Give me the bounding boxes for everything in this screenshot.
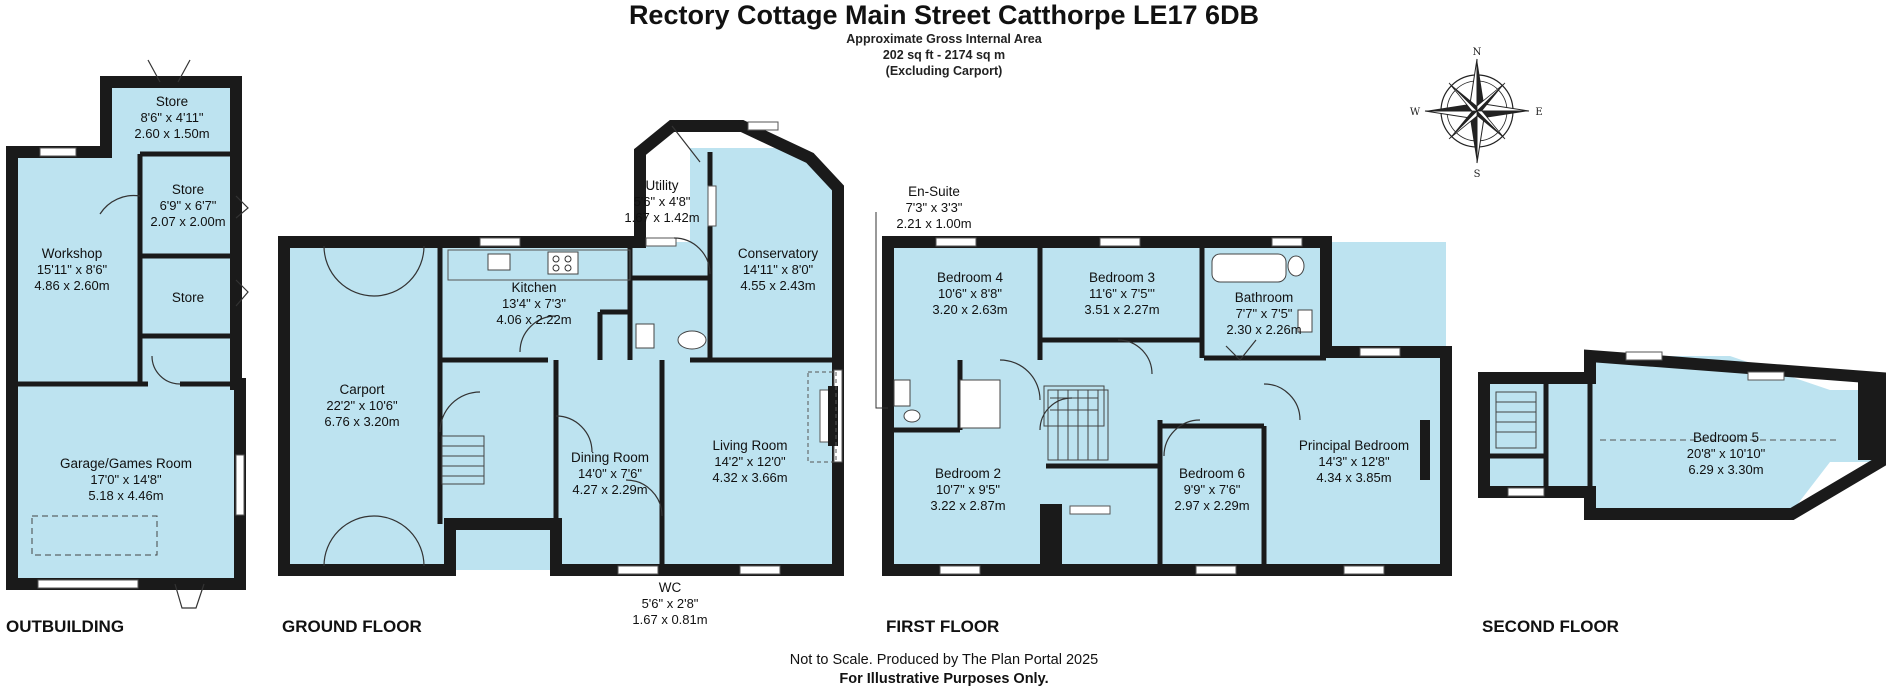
utility-name: Utility bbox=[646, 178, 679, 193]
bathroom-imperial: 7'7" x 7'5" bbox=[1236, 306, 1293, 321]
bedroom4-metric: 3.20 x 2.63m bbox=[932, 302, 1007, 317]
plan-title: Rectory Cottage Main Street Catthorpe LE… bbox=[629, 0, 1259, 30]
bathroom-name: Bathroom bbox=[1235, 290, 1294, 305]
bedroom3-name: Bedroom 3 bbox=[1089, 270, 1155, 285]
workshop-imperial: 15'11" x 8'6" bbox=[37, 262, 108, 277]
bedroom5-metric: 6.29 x 3.30m bbox=[1688, 462, 1763, 477]
bedroom5-imperial: 20'8" x 10'10" bbox=[1687, 446, 1766, 461]
bedroom2-name: Bedroom 2 bbox=[935, 466, 1001, 481]
garage-metric: 5.18 x 4.46m bbox=[88, 488, 163, 503]
wc-metric: 1.67 x 0.81m bbox=[632, 612, 707, 627]
kitchen-imperial: 13'4" x 7'3" bbox=[502, 296, 566, 311]
carport-imperial: 22'2" x 10'6" bbox=[326, 398, 398, 413]
store-top-imperial: 8'6" x 4'11" bbox=[140, 110, 203, 125]
workshop-metric: 4.86 x 2.60m bbox=[34, 278, 109, 293]
store-top-metric: 2.60 x 1.50m bbox=[134, 126, 209, 141]
garage-name: Garage/Games Room bbox=[60, 456, 192, 471]
living-name: Living Room bbox=[712, 438, 787, 453]
principal-metric: 4.34 x 3.85m bbox=[1316, 470, 1391, 485]
bedroom4-imperial: 10'6" x 8'8" bbox=[938, 286, 1002, 301]
area-caption: Approximate Gross Internal Area bbox=[846, 32, 1042, 46]
bedroom6-metric: 2.97 x 2.29m bbox=[1174, 498, 1249, 513]
principal-name: Principal Bedroom bbox=[1299, 438, 1409, 453]
ensuite-imperial: 7'3" x 3'3" bbox=[906, 200, 963, 215]
bedroom5-name: Bedroom 5 bbox=[1693, 430, 1759, 445]
footer-disclaimer: For Illustrative Purposes Only. bbox=[839, 671, 1048, 687]
living-metric: 4.32 x 3.66m bbox=[712, 470, 787, 485]
garage-imperial: 17'0" x 14'8" bbox=[90, 472, 162, 487]
principal-imperial: 14'3" x 12'8" bbox=[1318, 454, 1390, 469]
wc-imperial: 5'6" x 2'8" bbox=[642, 596, 699, 611]
wc-name: WC bbox=[659, 580, 682, 595]
utility-imperial: 5'6" x 4'8" bbox=[634, 194, 691, 209]
ground-floor-label: GROUND FLOOR bbox=[282, 617, 422, 636]
outbuilding-label: OUTBUILDING bbox=[6, 617, 124, 636]
first-floor-plan: En-Suite 7'3" x 3'3" 2.21 x 1.00m Bedroo… bbox=[875, 184, 1452, 576]
bedroom3-imperial: 11'6" x 7'5''' bbox=[1089, 286, 1155, 301]
bedroom4-name: Bedroom 4 bbox=[937, 270, 1004, 285]
bedroom2-imperial: 10'7" x 9'5" bbox=[936, 482, 1000, 497]
store-mid-name: Store bbox=[172, 182, 204, 197]
conservatory-name: Conservatory bbox=[738, 246, 819, 261]
dining-imperial: 14'0" x 7'6" bbox=[578, 466, 642, 481]
store-mid-imperial: 6'9" x 6'7" bbox=[160, 198, 217, 213]
bedroom6-name: Bedroom 6 bbox=[1179, 466, 1245, 481]
second-floor-plan: Bedroom 5 20'8" x 10'10" 6.29 x 3.30m bbox=[1478, 349, 1886, 520]
footer-note: Not to Scale. Produced by The Plan Porta… bbox=[790, 652, 1098, 668]
conservatory-metric: 4.55 x 2.43m bbox=[740, 278, 815, 293]
second-floor-label: SECOND FLOOR bbox=[1482, 617, 1619, 636]
area-note: (Excluding Carport) bbox=[886, 64, 1003, 78]
carport-name: Carport bbox=[339, 382, 384, 397]
first-floor-label: FIRST FLOOR bbox=[886, 617, 999, 636]
compass-w: W bbox=[1410, 107, 1421, 118]
area-value: 202 sq ft - 2174 sq m bbox=[883, 48, 1005, 62]
utility-metric: 1.67 x 1.42m bbox=[624, 210, 699, 225]
compass-rose-icon: N S E W bbox=[1410, 47, 1543, 180]
kitchen-metric: 4.06 x 2.22m bbox=[496, 312, 571, 327]
conservatory-imperial: 14'11" x 8'0" bbox=[743, 262, 814, 277]
dining-metric: 4.27 x 2.29m bbox=[572, 482, 647, 497]
store-small-name: Store bbox=[172, 290, 204, 305]
compass-s: S bbox=[1474, 169, 1481, 180]
bathroom-metric: 2.30 x 2.26m bbox=[1226, 322, 1301, 337]
ensuite-metric: 2.21 x 1.00m bbox=[896, 216, 971, 231]
dining-name: Dining Room bbox=[571, 450, 649, 465]
bedroom6-imperial: 9'9" x 7'6" bbox=[1184, 482, 1241, 497]
ground-floor-plan: Carport 22'2" x 10'6" 6.76 x 3.20m Utili… bbox=[278, 120, 844, 627]
workshop-name: Workshop bbox=[42, 246, 103, 261]
carport-metric: 6.76 x 3.20m bbox=[324, 414, 399, 429]
compass-e: E bbox=[1535, 107, 1542, 118]
store-top-name: Store bbox=[156, 94, 188, 109]
store-mid-metric: 2.07 x 2.00m bbox=[150, 214, 225, 229]
living-imperial: 14'2" x 12'0" bbox=[714, 454, 786, 469]
bedroom3-metric: 3.51 x 2.27m bbox=[1084, 302, 1159, 317]
kitchen-name: Kitchen bbox=[511, 280, 556, 295]
ensuite-name: En-Suite bbox=[908, 184, 960, 199]
bedroom2-metric: 3.22 x 2.87m bbox=[930, 498, 1005, 513]
outbuilding-plan: Store 8'6" x 4'11" 2.60 x 1.50m Store 6'… bbox=[6, 59, 249, 609]
compass-n: N bbox=[1473, 47, 1482, 58]
